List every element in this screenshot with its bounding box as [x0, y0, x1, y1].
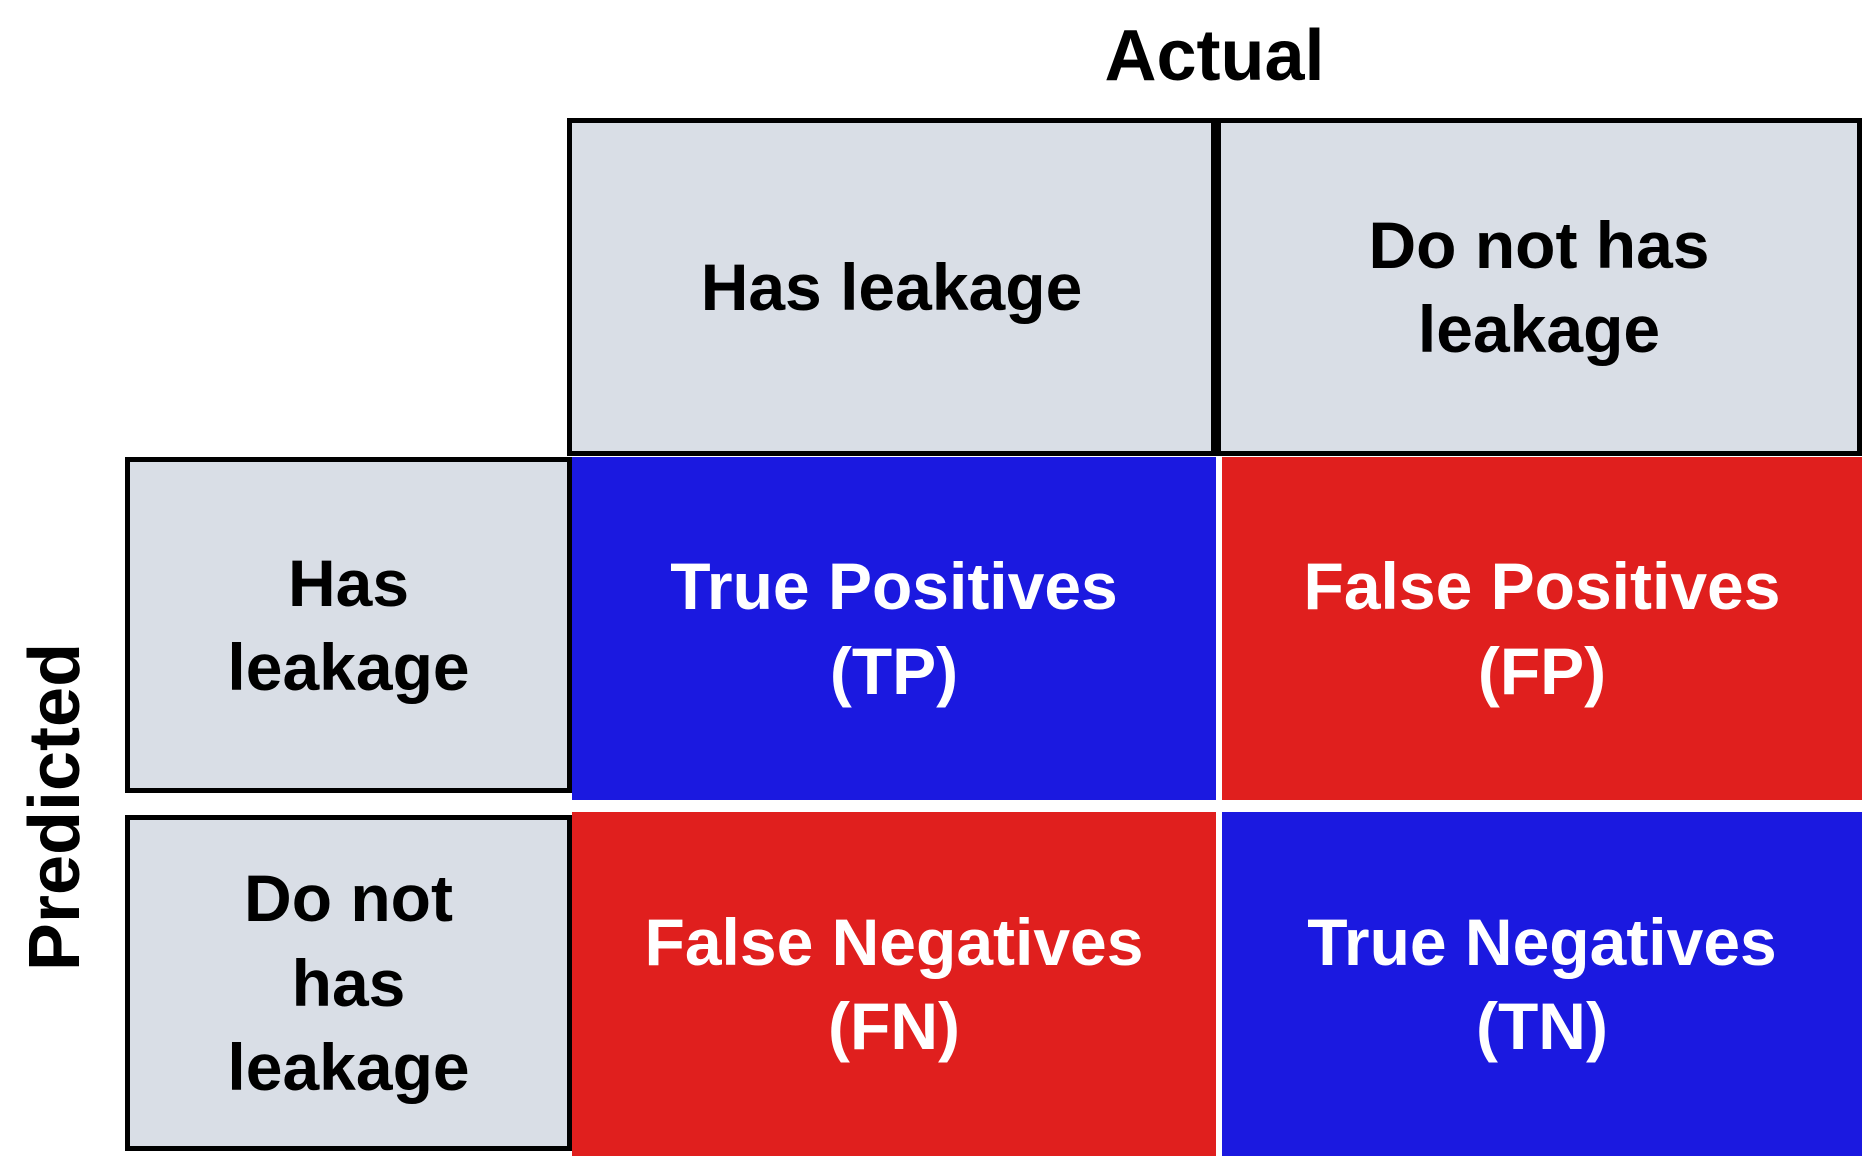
cell-true-negatives: True Negatives (TN) [1222, 812, 1862, 1156]
row-header-has-leakage: Has leakage [125, 457, 572, 793]
actual-axis-title: Actual [1104, 16, 1325, 96]
column-header-has-leakage-label: Has leakage [700, 249, 1083, 324]
cell-true-positives-label: True Positives (TP) [670, 549, 1118, 708]
predicted-axis-title: Predicted [15, 642, 95, 971]
column-header-has-leakage: Has leakage [567, 118, 1216, 456]
cell-false-positives-label: False Positives (FP) [1303, 549, 1781, 708]
cell-false-positives: False Positives (FP) [1222, 457, 1862, 800]
cell-true-negatives-label: True Negatives (TN) [1307, 904, 1777, 1063]
cell-false-negatives: False Negatives (FN) [572, 812, 1216, 1156]
actual-axis-title-area: Actual [567, 0, 1862, 112]
predicted-axis-title-area: Predicted [0, 457, 110, 1156]
column-header-do-not-has-leakage-label: Do not has leakage [1368, 207, 1710, 366]
cell-true-positives: True Positives (TP) [572, 457, 1216, 800]
row-header-do-not-has-leakage: Do not has leakage [125, 815, 572, 1151]
row-header-has-leakage-label: Has leakage [227, 545, 470, 704]
cell-false-negatives-label: False Negatives (FN) [644, 904, 1144, 1063]
column-header-do-not-has-leakage: Do not has leakage [1216, 118, 1862, 456]
row-header-do-not-has-leakage-label: Do not has leakage [227, 861, 470, 1105]
